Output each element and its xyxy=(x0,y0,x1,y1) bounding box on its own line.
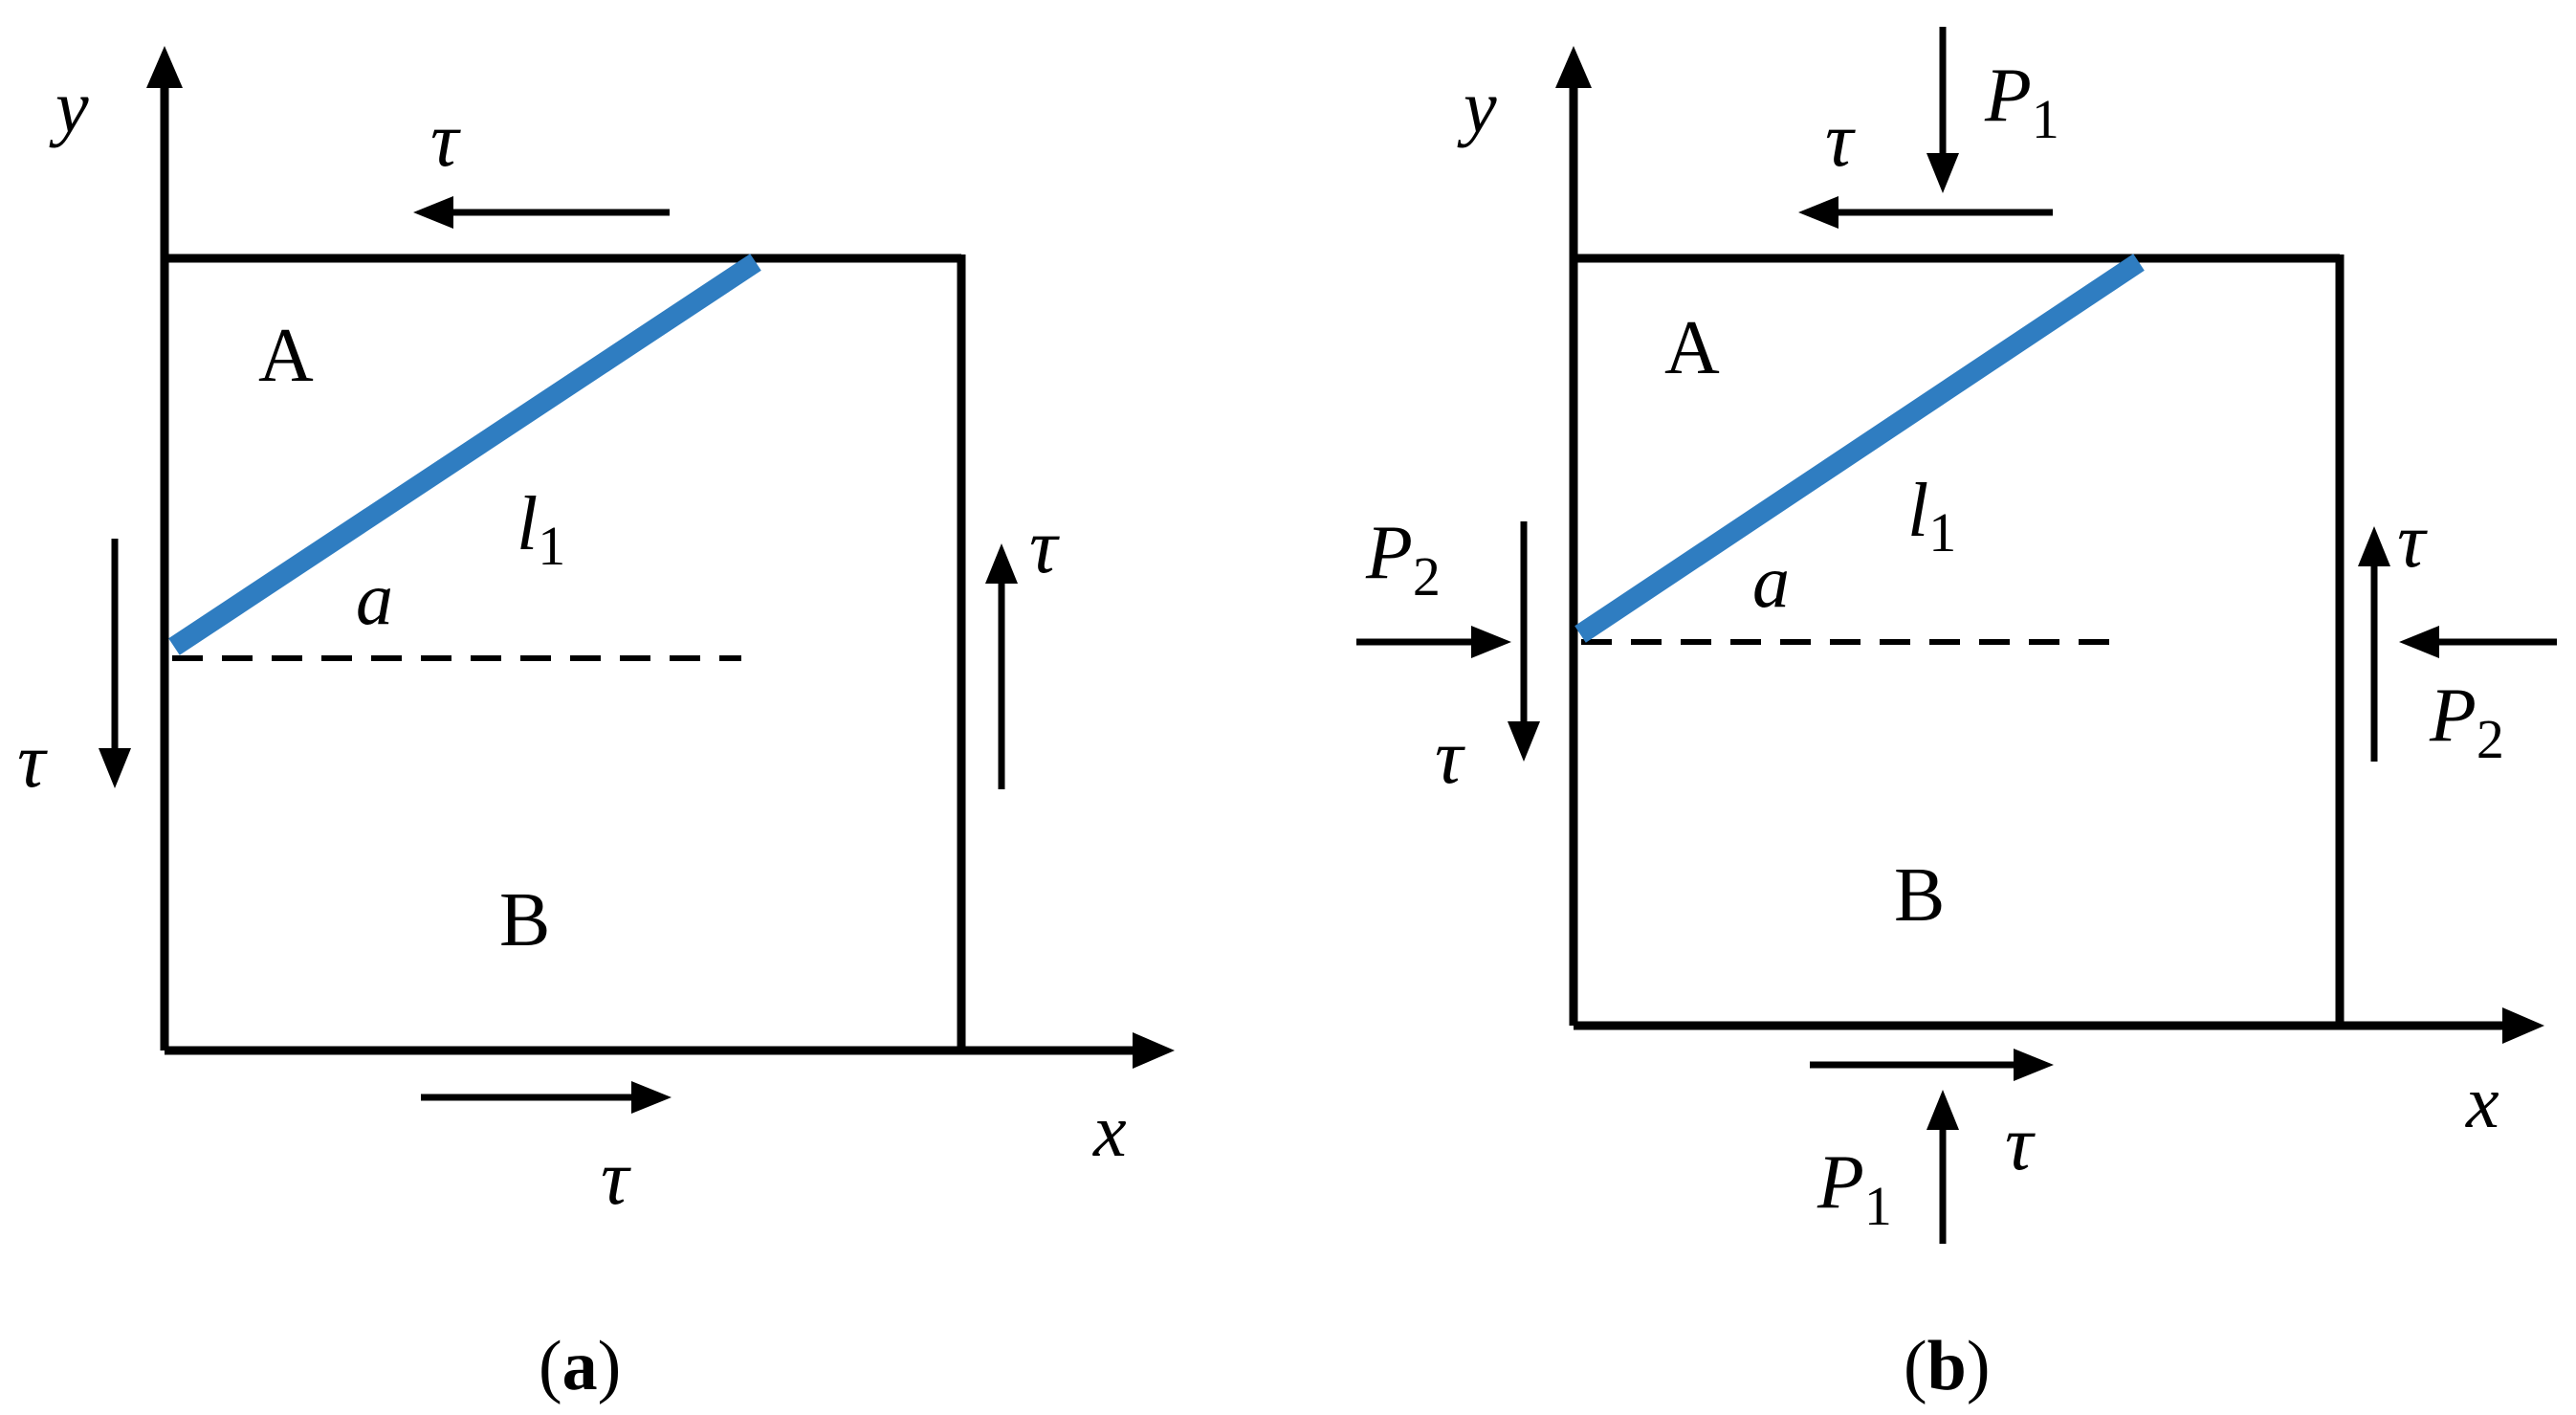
panel-a-x-axis-label: x xyxy=(1092,1089,1127,1172)
panel-a-shear-label-right: τ xyxy=(1029,502,1060,589)
panel-a-y-axis xyxy=(146,46,183,1050)
panel-a-shear-label-bottom: τ xyxy=(601,1134,631,1221)
panel-a-shear-arrow-right xyxy=(985,543,1018,789)
panel-b-caption: (b) xyxy=(1904,1327,1990,1405)
panel-a: y x A B a l1 τ τ τ τ (a) xyxy=(17,46,1175,1405)
panel-b-load-arrow-top xyxy=(1926,27,1959,193)
panel-b-load-label-left: P2 xyxy=(1365,511,1441,608)
panel-b-load-arrow-right xyxy=(2399,626,2557,658)
panel-a-crack xyxy=(168,254,761,655)
panel-b-shear-arrow-right xyxy=(2358,526,2390,762)
panel-b-load-label-top: P1 xyxy=(1984,54,2059,150)
panel-a-crack-length-main: l xyxy=(517,482,538,566)
panel-a-shear-label-left: τ xyxy=(17,717,48,804)
panel-b-load-arrow-bottom xyxy=(1926,1090,1959,1244)
panel-b-region-label-lower: B xyxy=(1894,853,1945,938)
panel-b-crack-length-label: l1 xyxy=(1907,469,1956,564)
panel-b: y x A B a l1 τ τ τ τ P1 P1 P2 P2 (b) xyxy=(1356,27,2557,1405)
panel-b-load-arrow-left xyxy=(1356,626,1511,658)
panel-a-shear-arrow-bottom xyxy=(421,1081,672,1114)
panel-b-shear-label-top: τ xyxy=(1825,96,1856,183)
panel-a-shear-label-top: τ xyxy=(430,96,461,183)
panel-b-load-label-right: P2 xyxy=(2429,674,2504,770)
panel-b-crack-angle-label: a xyxy=(1752,540,1790,623)
panel-a-region-label-lower: B xyxy=(499,878,550,962)
panel-a-crack-angle-label: a xyxy=(356,557,393,640)
panel-b-shear-label-left: τ xyxy=(1435,713,1465,800)
panel-b-y-axis xyxy=(1555,46,1592,1026)
panel-b-x-axis xyxy=(1574,1007,2544,1044)
panel-b-shear-arrow-bottom xyxy=(1810,1049,2054,1081)
panel-b-y-axis-label: y xyxy=(1457,65,1497,148)
panel-b-box xyxy=(1574,254,2345,1029)
panel-b-shear-label-bottom: τ xyxy=(2005,1099,2036,1186)
panel-b-x-axis-label: x xyxy=(2465,1060,2499,1143)
panel-a-crack-length-label: l1 xyxy=(517,482,565,577)
panel-a-y-axis-label: y xyxy=(49,65,89,148)
panel-b-shear-label-right: τ xyxy=(2397,497,2428,584)
panel-b-crack xyxy=(1574,254,2145,643)
panel-b-crack-length-main: l xyxy=(1907,469,1928,553)
panel-b-shear-arrow-top xyxy=(1798,196,2053,229)
panel-a-crack-length-subscript: 1 xyxy=(538,515,565,577)
panel-a-shear-arrow-left xyxy=(99,539,131,788)
panel-a-shear-arrow-top xyxy=(413,196,670,229)
panel-b-load-label-bottom: P1 xyxy=(1816,1140,1892,1237)
panel-a-region-label-upper: A xyxy=(258,314,314,398)
panel-a-box xyxy=(165,254,966,1054)
panel-b-crack-length-subscript: 1 xyxy=(1928,501,1956,564)
panel-b-region-label-upper: A xyxy=(1664,306,1720,390)
panel-a-x-axis xyxy=(165,1032,1175,1069)
panel-a-caption: (a) xyxy=(539,1327,621,1405)
panel-b-shear-arrow-left xyxy=(1508,521,1540,762)
